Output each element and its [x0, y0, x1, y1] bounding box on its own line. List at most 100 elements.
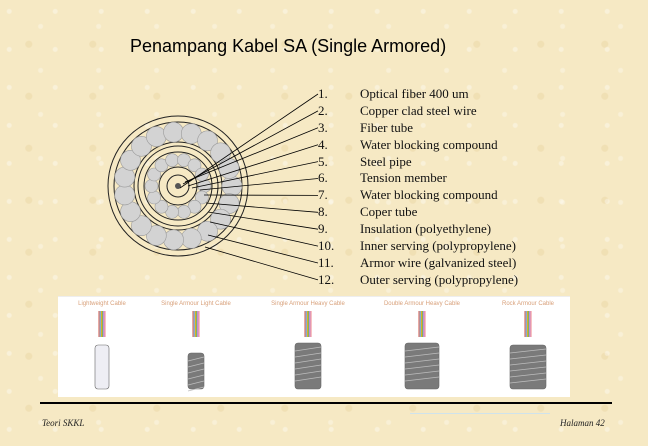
- armor-strand: [294, 346, 322, 352]
- armor-wire: [180, 228, 202, 249]
- legend-text: Insulation (polyethylene): [360, 221, 492, 237]
- legend-item: 11.Armor wire (galvanized steel): [318, 255, 518, 272]
- armor-wire: [146, 225, 167, 246]
- legend-text: Copper clad steel wire: [360, 102, 477, 118]
- legend-text: Water blocking compound: [360, 136, 498, 152]
- armor-strand: [404, 370, 440, 376]
- tension-wire: [165, 153, 179, 167]
- legend-number: 4.: [318, 136, 328, 152]
- tension-wire: [144, 179, 159, 193]
- fiber-core: [175, 183, 181, 189]
- steel-pipe-ring: [158, 166, 198, 206]
- armor-strand: [294, 358, 322, 364]
- armor-strand: [509, 354, 547, 360]
- armor-strand: [509, 366, 547, 372]
- cable-type-label: Rock Armour Cable: [502, 301, 555, 307]
- footer-left-text: Teori SKKL: [42, 418, 85, 428]
- cable-type-label: Single Armour Heavy Cable: [271, 301, 345, 307]
- armor-strand: [509, 348, 547, 354]
- leader-line: [207, 234, 319, 264]
- insulation-ring: [137, 145, 219, 227]
- cable-type-label: Single Armour Light Cable: [161, 301, 231, 307]
- tension-wire: [187, 158, 202, 173]
- cable-body: [294, 342, 322, 390]
- legend-item: 4. Water blocking compound: [318, 137, 518, 154]
- leader-line: [209, 221, 319, 247]
- legend-number: 7.: [318, 187, 328, 203]
- leader-line: [199, 178, 319, 191]
- armor-strand: [187, 380, 205, 386]
- armor-strand: [294, 352, 322, 358]
- tension-wire: [147, 167, 161, 182]
- legend-item: 7. Water blocking compound: [318, 187, 518, 204]
- armor-strand: [404, 352, 440, 358]
- legend-number: 12.: [318, 271, 335, 287]
- armor-wire: [210, 208, 231, 230]
- armor-strand: [509, 360, 547, 366]
- armor-strand: [509, 378, 547, 384]
- armor-strand: [404, 346, 440, 352]
- armor-strand: [294, 370, 322, 376]
- legend-number: 11.: [318, 254, 334, 270]
- leader-line: [205, 202, 319, 213]
- footer-accent-line: [410, 413, 550, 414]
- legend-text: Water blocking compound: [360, 187, 498, 203]
- leader-line: [187, 144, 319, 187]
- legend-text: Inner serving (polypropylene): [360, 238, 516, 254]
- armor-strand: [187, 368, 205, 374]
- legend-number: 3.: [318, 119, 328, 135]
- legend-item: 5. Steel pipe: [318, 154, 518, 171]
- legend-item: 10. Inner serving (polypropylene): [318, 238, 518, 255]
- cable-type-label: Double Armour Heavy Cable: [384, 301, 461, 307]
- tension-wire: [195, 190, 209, 205]
- legend-number: 6.: [318, 170, 328, 186]
- legend-number: 1.: [318, 86, 328, 101]
- armor-wires: [114, 121, 243, 251]
- armor-wire: [197, 130, 218, 152]
- armor-wire: [120, 150, 141, 171]
- armor-strand: [294, 376, 322, 382]
- legend-number: 9.: [318, 221, 328, 237]
- leader-line: [184, 127, 319, 183]
- armor-wire: [131, 215, 152, 237]
- leader-line: [179, 93, 319, 189]
- legend-number: 8.: [318, 204, 328, 220]
- legend-text: Tension member: [360, 170, 447, 186]
- armor-strand: [294, 364, 322, 370]
- legend-text: Coper tube: [360, 204, 418, 220]
- copper-tube-ring: [143, 151, 213, 221]
- legend-item: 2. Copper clad steel wire: [318, 103, 518, 120]
- cable-body: [94, 344, 110, 390]
- legend-text: Optical fiber 400 um: [360, 86, 469, 101]
- legend-number: 5.: [318, 153, 328, 169]
- legend-text: Steel pipe: [360, 153, 412, 169]
- armor-wire: [131, 135, 152, 157]
- legend-item: 9. Insulation (polyethylene): [318, 221, 518, 238]
- armor-wire: [163, 229, 184, 251]
- leader-line: [204, 246, 319, 281]
- legend-item: 12. Outer serving (polypropylene): [318, 272, 518, 289]
- legend-text: Outer serving (polypropylene): [360, 271, 519, 287]
- tension-member-wires: [144, 153, 212, 219]
- tension-wire: [177, 205, 191, 219]
- armor-wire: [163, 121, 184, 143]
- outer-serving-ring: [107, 115, 249, 257]
- tension-wire: [147, 190, 161, 205]
- armor-strand: [404, 376, 440, 382]
- footer-right-text: Halaman 42: [560, 418, 605, 428]
- legend-text: Fiber tube: [360, 119, 414, 135]
- armor-wire: [146, 126, 167, 147]
- leader-lines: [179, 93, 319, 281]
- footer-rule: [40, 402, 612, 404]
- legend-number: 2.: [318, 102, 328, 118]
- armor-strand: [509, 372, 547, 378]
- component-legend: 1. Optical fiber 400 um 2. Copper clad stee…: [318, 86, 518, 289]
- cable-body: [404, 342, 440, 390]
- leader-line: [191, 161, 319, 189]
- legend-number: 10.: [318, 238, 335, 254]
- armor-strand: [404, 358, 440, 364]
- legend-item: 1. Optical fiber 400 um: [318, 86, 518, 103]
- leader-line: [207, 211, 319, 230]
